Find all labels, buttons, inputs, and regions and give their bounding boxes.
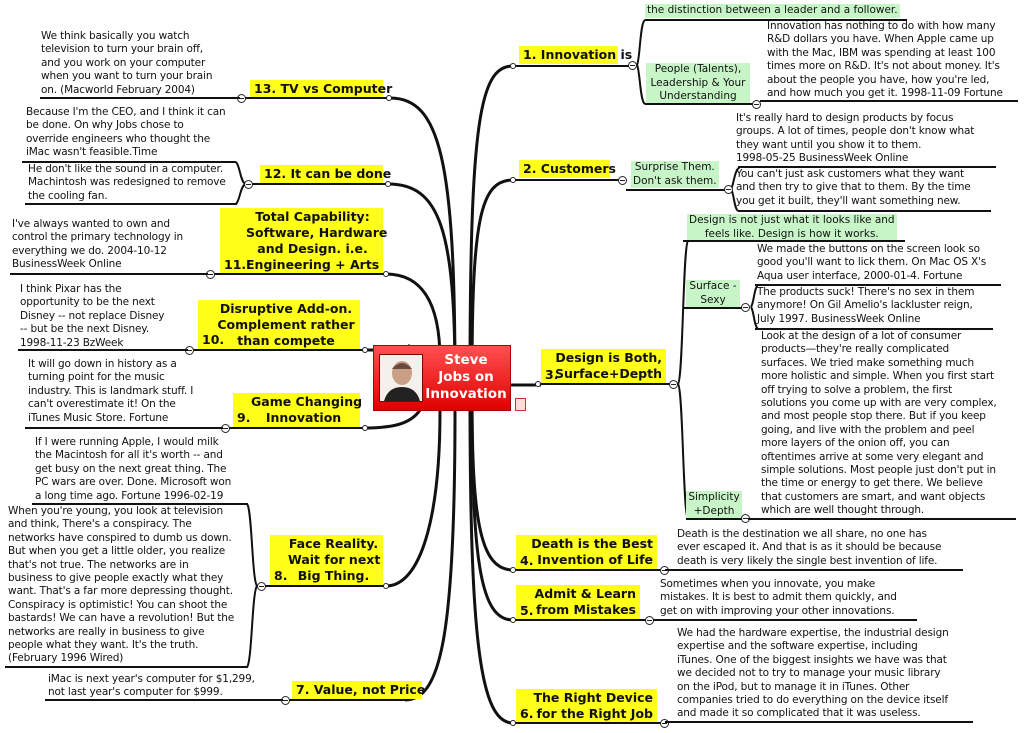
topic-total-capability[interactable]: 11.Total Capability: Software, Hardware … bbox=[220, 208, 387, 274]
note-tv-computer: We think basically you watch television … bbox=[41, 30, 213, 96]
note-lick-buttons: We made the buttons on the screen look s… bbox=[757, 243, 987, 282]
note-milk-macintosh: If I were running Apple, I would milk th… bbox=[35, 436, 232, 502]
collapse-toggle[interactable] bbox=[741, 303, 750, 312]
topic-design[interactable]: 3.Design is Both, Surface+Depth bbox=[541, 349, 666, 384]
collapse-toggle[interactable] bbox=[618, 176, 627, 185]
topic-value-not-price[interactable]: 7. Value, not Price bbox=[292, 681, 425, 699]
collapse-toggle[interactable] bbox=[669, 380, 678, 389]
note-pixar: I think Pixar has the opportunity to be … bbox=[20, 283, 165, 349]
note-ask-customers: You can't just ask customers what they w… bbox=[736, 168, 971, 207]
topic-game-changing[interactable]: 9.Game Changing Innovation bbox=[233, 393, 362, 427]
note-television-conspiracy: When you're young, you look at televisio… bbox=[8, 505, 235, 665]
collapse-toggle[interactable] bbox=[660, 719, 669, 728]
collapse-toggle[interactable] bbox=[752, 100, 761, 109]
note-innovation-rd: Innovation has nothing to do with how ma… bbox=[767, 20, 1003, 100]
note-design-simplicity: Look at the design of a lot of consumer … bbox=[761, 330, 997, 517]
topic-innovation-is[interactable]: 1. Innovation is bbox=[519, 46, 632, 64]
note-death: Death is the destination we all share, n… bbox=[677, 528, 942, 567]
topic-death[interactable]: 4.Death is the Best Invention of Life bbox=[516, 535, 657, 570]
note-focus-groups: It's really hard to design products by f… bbox=[736, 112, 975, 165]
subtopic-leader-follower[interactable]: the distinction between a leader and a f… bbox=[645, 4, 900, 18]
note-products-suck: The products suck! There's no sex in the… bbox=[757, 286, 975, 325]
subtopic-people-leadership[interactable]: People (Talents), Leadership & Your Unde… bbox=[646, 63, 750, 104]
central-topic[interactable]: Steve Jobs on Innovation bbox=[373, 345, 511, 411]
subtopic-surface-sexy[interactable]: Surface - Sexy bbox=[686, 280, 740, 307]
note-ceo-can-be-done: Because I'm the CEO, and I think it can … bbox=[26, 106, 226, 159]
topic-face-reality[interactable]: 8.Face Reality. Wait for next Big Thing. bbox=[270, 535, 383, 585]
note-mistakes: Sometimes when you innovate, you make mi… bbox=[660, 578, 897, 617]
steve-jobs-photo bbox=[379, 354, 423, 402]
subtopic-surprise-them[interactable]: Surprise Them. Don't ask them. bbox=[631, 161, 719, 188]
note-cooling-fan: He don't like the sound in a computer. M… bbox=[28, 163, 226, 202]
topic-customers[interactable]: 2. Customers bbox=[519, 160, 616, 178]
subtopic-design-how-it-works[interactable]: Design is not just what it looks like an… bbox=[687, 214, 897, 241]
topic-disruptive-add-on[interactable]: 10.Disruptive Add-on. Complement rather … bbox=[198, 300, 360, 349]
note-imac-price: iMac is next year's computer for $1,299,… bbox=[48, 673, 255, 699]
document-icon[interactable] bbox=[515, 398, 526, 411]
collapse-toggle[interactable] bbox=[244, 180, 253, 189]
topic-right-device[interactable]: 6.The Right Device for the Right Job bbox=[516, 689, 657, 723]
central-topic-title: Steve Jobs on Innovation bbox=[425, 352, 507, 402]
topic-tv-vs-computer[interactable]: 13. TV vs Computer bbox=[250, 80, 392, 98]
collapse-toggle[interactable] bbox=[724, 185, 733, 194]
note-itunes-store: It will go down in history as a turning … bbox=[28, 358, 194, 424]
topic-admit-learn[interactable]: 5.Admit & Learn from Mistakes bbox=[516, 585, 640, 620]
note-own-technology: I've always wanted to own and control th… bbox=[12, 218, 183, 271]
collapse-toggle[interactable] bbox=[257, 582, 266, 591]
topic-it-can-be-done[interactable]: 12. It can be done bbox=[260, 165, 391, 183]
collapse-toggle[interactable] bbox=[628, 61, 637, 70]
note-right-device: We had the hardware expertise, the indus… bbox=[677, 627, 949, 720]
subtopic-simplicity-depth[interactable]: Simplicity +Depth bbox=[686, 491, 742, 518]
